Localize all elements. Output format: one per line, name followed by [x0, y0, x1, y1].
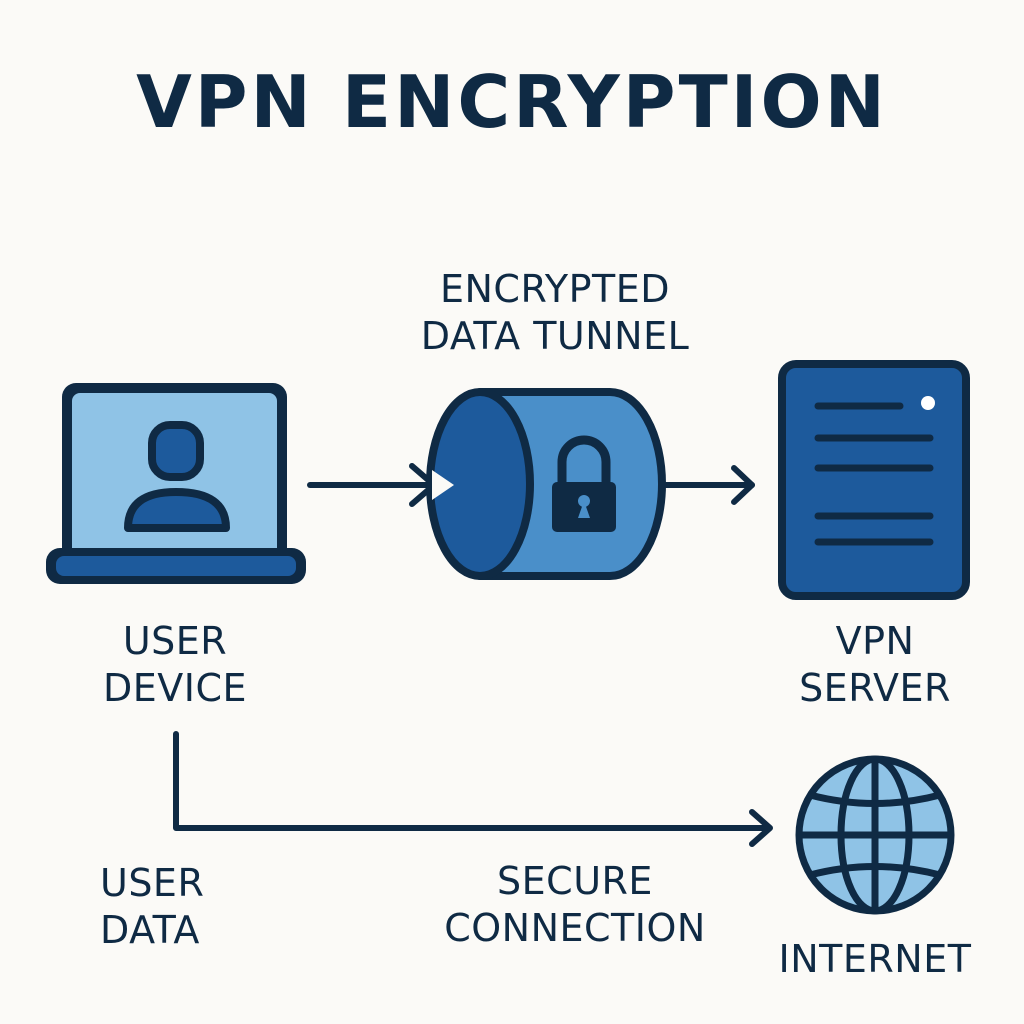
arrow-device-to-tunnel	[307, 463, 437, 507]
internet-label-text: INTERNET	[778, 937, 972, 981]
laptop-user-icon	[46, 383, 306, 584]
tunnel-label: ENCRYPTED DATA TUNNEL	[380, 266, 730, 360]
user-device-label-line1: USER	[122, 619, 228, 663]
encrypted-tunnel-icon	[426, 388, 666, 580]
vpn-server-label-line2: SERVER	[799, 666, 951, 710]
tunnel-label-line2: DATA TUNNEL	[420, 314, 690, 358]
user-device-label-line2: DEVICE	[102, 666, 247, 710]
secure-connection-label: SECURE CONNECTION	[420, 858, 730, 952]
globe-icon	[795, 755, 955, 915]
secure-connection-label-line1: SECURE	[497, 859, 653, 903]
secure-connection-label-line2: CONNECTION	[444, 906, 706, 950]
user-device-label: USER DEVICE	[60, 618, 290, 712]
diagram-title: VPN ENCRYPTION	[136, 60, 888, 144]
vpn-server-label: VPN SERVER	[770, 618, 980, 712]
internet-label: INTERNET	[760, 936, 990, 983]
tunnel-label-line1: ENCRYPTED	[439, 267, 671, 311]
secure-connection-line	[173, 731, 773, 847]
padlock-icon	[552, 435, 616, 532]
user-data-label: USER DATA	[100, 860, 260, 954]
arrow-tunnel-to-server	[661, 465, 755, 505]
vpn-server-label-line1: VPN	[835, 619, 915, 663]
user-data-label-line1: USER	[100, 861, 205, 905]
server-icon	[778, 360, 970, 600]
user-data-label-line2: DATA	[100, 908, 200, 952]
